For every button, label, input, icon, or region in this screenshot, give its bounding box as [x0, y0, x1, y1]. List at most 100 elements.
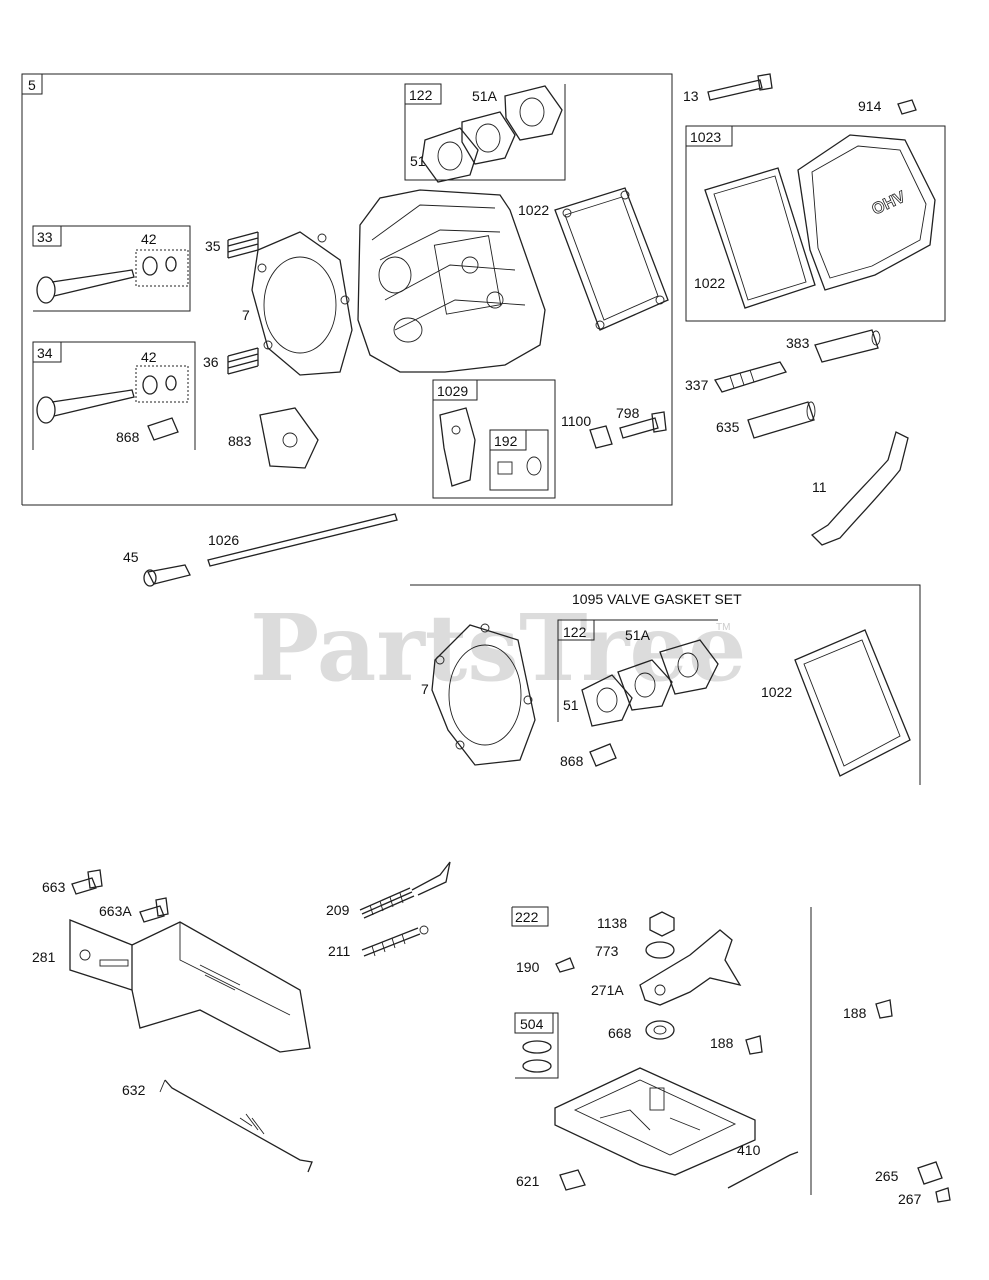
head-gasket-drawing: [251, 231, 353, 376]
intake-valve-drawing: [36, 256, 177, 304]
gasket-883-drawing: [259, 407, 319, 469]
grommet-914-drawing: [897, 99, 917, 115]
label-1026: 1026: [208, 532, 239, 548]
clip-621-drawing: [559, 1169, 586, 1191]
breather-hose-11-drawing: [810, 431, 909, 546]
label-192: 192: [494, 433, 518, 449]
label-621: 621: [516, 1173, 540, 1189]
control-lever-271a-drawing: [639, 929, 742, 1006]
label-1138: 1138: [597, 915, 627, 931]
nut-1138-drawing: [649, 911, 675, 937]
label-188-a: 188: [710, 1035, 734, 1051]
breather-tube-635-drawing: [747, 401, 816, 439]
label-51-b: 51: [563, 697, 579, 713]
spring-209-drawing: [359, 861, 451, 919]
label-222: 222: [515, 909, 539, 925]
label-42-a: 42: [141, 231, 157, 247]
screw-188-a-drawing: [745, 1035, 763, 1055]
rocker-cover-gasket-drawing: [704, 167, 816, 309]
group-cylinder-head: 5 122 51A 51 1022: [21, 73, 673, 506]
label-1100: 1100: [561, 413, 591, 429]
tappet-45-drawing: [143, 564, 191, 587]
group-34-frame: [33, 341, 196, 450]
label-914: 914: [858, 98, 882, 114]
valve-seal-868-a-drawing: [147, 417, 179, 441]
svg-text:OHV: OHV: [870, 188, 909, 218]
screw-267-drawing: [935, 1187, 951, 1203]
group-5-frame: [21, 73, 673, 506]
label-635: 635: [716, 419, 740, 435]
rocker-cover-drawing: OHV: [797, 134, 936, 291]
label-267: 267: [898, 1191, 922, 1207]
rocker-gasket-drawing: [554, 187, 669, 331]
valve-spring-35-drawing: [227, 231, 259, 259]
label-35: 35: [205, 238, 221, 254]
intake-gaskets-drawing: [421, 85, 563, 183]
clip-265-drawing: [917, 1161, 943, 1185]
link-410-drawing: [727, 1151, 799, 1189]
label-281: 281: [32, 949, 56, 965]
label-7-a: 7: [242, 307, 250, 323]
governor-link-632-drawing: [159, 1079, 313, 1173]
label-51a-b: 51A: [625, 627, 651, 643]
rocker-stud-drawing: [589, 411, 667, 449]
exhaust-valve-drawing: [36, 375, 177, 424]
label-1022-c: 1022: [761, 684, 792, 700]
label-1029: 1029: [437, 383, 468, 399]
group-1095-frame: [410, 584, 921, 785]
label-265: 265: [875, 1168, 899, 1184]
grommet-668-drawing: [645, 1020, 675, 1040]
label-33: 33: [37, 229, 53, 245]
label-668: 668: [608, 1025, 632, 1041]
label-663: 663: [42, 879, 66, 895]
base-plate-drawing: [554, 1067, 756, 1176]
valve-spring-36-drawing: [227, 347, 259, 375]
label-337: 337: [685, 377, 709, 393]
label-34: 34: [37, 345, 53, 361]
push-rod-1026-drawing: [207, 513, 398, 567]
label-45: 45: [123, 549, 139, 565]
set-rocker-gasket-drawing: [794, 629, 911, 777]
label-1022-a: 1022: [518, 202, 549, 218]
label-271a: 271A: [591, 982, 624, 998]
set-valve-seal-drawing: [589, 743, 617, 767]
spark-plug-337-drawing: [714, 361, 787, 393]
group-governor-plate: 222 1138 773 190 271A 668 188 504: [511, 906, 951, 1207]
washer-773-drawing: [645, 941, 675, 959]
label-209: 209: [326, 902, 350, 918]
set-head-gasket-drawing: [431, 623, 536, 766]
washers-504-drawing: [522, 1040, 552, 1073]
label-188-b: 188: [843, 1005, 867, 1021]
label-663a: 663A: [99, 903, 132, 919]
group-1023-frame: [685, 125, 946, 322]
label-798: 798: [616, 405, 640, 421]
spring-211-drawing: [361, 925, 429, 957]
label-773: 773: [595, 943, 619, 959]
label-7-b: 7: [421, 681, 429, 697]
group-control-bracket: 663 663A 281 209 211 63: [32, 861, 451, 1173]
label-868-a: 868: [116, 429, 140, 445]
group-valve-gasket-set: 1095 VALVE GASKET SET 122 51A 51 7 868 1…: [410, 584, 921, 785]
screw-190-drawing: [555, 957, 575, 973]
label-36: 36: [203, 354, 219, 370]
label-211: 211: [328, 943, 351, 959]
screw-663-drawing: [71, 869, 103, 895]
label-122-a: 122: [409, 87, 433, 103]
label-13: 13: [683, 88, 699, 104]
label-51a-a: 51A: [472, 88, 498, 104]
label-410: 410: [737, 1142, 761, 1158]
group-5-tag: [21, 73, 43, 95]
label-383: 383: [786, 335, 810, 351]
screw-188-b-drawing: [875, 999, 893, 1019]
label-190: 190: [516, 959, 540, 975]
group-1029-frame: [432, 379, 556, 499]
rocker-arm-drawing: [439, 407, 542, 487]
label-868-b: 868: [560, 753, 584, 769]
cylinder-head-drawing: [357, 189, 546, 373]
watermark-tm: TM: [716, 622, 730, 633]
group-rocker-cover: 13 914 1023 1022 OHV 383 337: [683, 73, 946, 546]
label-5: 5: [28, 77, 36, 93]
group-33-frame: [33, 225, 191, 312]
group-122-frame: [404, 84, 566, 181]
